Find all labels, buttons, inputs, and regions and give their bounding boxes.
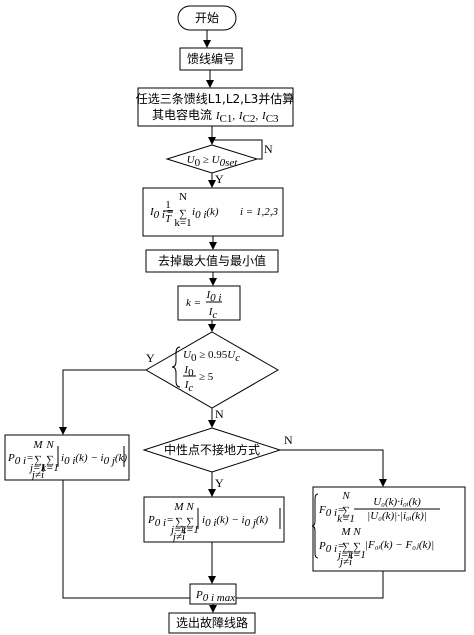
right-p-sum-m-top: M	[340, 526, 351, 538]
right-f-sum-bottom: k=1	[337, 513, 355, 525]
right-f-denominator: |U₀(k)|·|i₀ᵢ(k)|	[367, 510, 427, 522]
label-n-loop: N	[264, 142, 273, 156]
ratio-decision	[144, 331, 280, 409]
left-sum-m-top: M	[32, 439, 43, 451]
neutral-question-label: 中性点不接地方式	[164, 442, 260, 457]
decision-voltage-condition: U0 ≥ 0.95Uc	[183, 349, 240, 364]
left-abs-term: i0 i(k) − i0 j(k)	[61, 452, 127, 467]
mid-p-lhs: P0 i=	[147, 514, 173, 529]
avg-sum-sign: ∑	[179, 208, 187, 220]
right-f-sum-top: N	[341, 490, 350, 502]
avg-sum-top: N	[179, 191, 187, 203]
right-p-abs-term: |F₀ᵢ(k) − F₀ⱼ(k)|	[365, 539, 434, 551]
label-n-neutral: N	[284, 433, 293, 447]
select-lines-label-1: 任选三条馈线L1,L2,L3并估算	[136, 91, 295, 106]
select-lines-box	[137, 87, 294, 127]
avg-formula-lhs: I0 i=	[149, 206, 173, 221]
right-p-sum-m-bottom: j=1	[336, 549, 354, 561]
label-y-ratio: Y	[146, 351, 155, 365]
mid-sum-n-bottom: k=1	[181, 524, 199, 536]
right-p-lhs: P0 i=	[318, 540, 344, 555]
left-sum-m-neq: j≠i	[30, 469, 44, 481]
mid-sum-m-top: M	[173, 501, 184, 513]
label-n-ratio: N	[215, 407, 224, 421]
k-ratio-box	[177, 285, 241, 321]
mid-sum-m-bottom: j=1	[169, 524, 187, 536]
right-f-lhs: F0 i=	[318, 504, 344, 519]
left-sum-n-sign: ∑	[46, 454, 54, 466]
select-lines-label-2: 其电容电流 IC1, IC2, IC3	[152, 107, 279, 125]
decision-ratio-ge: ≥ 5	[199, 371, 214, 383]
decision-ratio-num: I0	[183, 364, 194, 379]
avg-sum-bottom: k=1	[174, 217, 191, 229]
label-y-u0: Y	[215, 172, 224, 186]
left-sum-n-top: N	[45, 439, 54, 451]
remove-minmax-box	[145, 249, 279, 273]
mid-sum-n-sign: ∑	[186, 516, 194, 528]
right-f-sum-sign: ∑	[342, 505, 350, 517]
right-p-sum-n-bottom: k=1	[348, 549, 366, 561]
label-y-neutral: Y	[215, 476, 224, 490]
decision-ratio-den: Ic	[184, 379, 194, 394]
feeder-number-label: 馈线编号	[187, 51, 235, 66]
avg-index-range: i = 1,2,3	[240, 206, 278, 218]
right-p-sum-n-sign: ∑	[353, 541, 361, 553]
k-lhs: k =	[186, 297, 201, 309]
select-fault-box	[168, 612, 256, 634]
middle-p-formula-box	[143, 496, 285, 543]
right-p-sum-m-sign: ∑	[342, 541, 350, 553]
mid-sum-m-neq: j≠i	[171, 531, 185, 543]
start-label: 开始	[195, 11, 219, 25]
right-p-sum-n-top: N	[352, 526, 361, 538]
avg-fraction-den: T	[165, 213, 172, 225]
left-sum-m-sign: ∑	[34, 454, 42, 466]
mid-sum-m-sign: ∑	[175, 516, 183, 528]
left-sum-m-bottom: j=1	[28, 462, 46, 474]
mid-sum-n-top: N	[185, 501, 194, 513]
right-p-sum-m-neq: j≠i	[338, 556, 352, 568]
k-den: Ic	[208, 306, 218, 321]
feeder-number-box	[179, 47, 243, 71]
right-f-numerator: U₀(k)·i₀ᵢ(k)	[373, 496, 421, 508]
pmax-label: P0 i max	[195, 589, 235, 604]
mid-abs-term: i0 i(k) − i0 j(k)	[202, 514, 268, 529]
left-p-lhs: P0 i=	[7, 452, 33, 467]
avg-fraction-num: 1	[165, 199, 171, 211]
u0-condition: U0 ≥ U0set	[187, 154, 239, 169]
k-num: I0 i	[206, 289, 222, 304]
avg-term: i0 i(k)	[192, 206, 219, 221]
left-sum-n-bottom: k=1	[41, 462, 59, 474]
right-fp-formula-box	[312, 486, 466, 572]
remove-minmax-label: 去掉最大值与最小值	[158, 253, 266, 268]
select-fault-label: 选出故障线路	[176, 615, 248, 630]
left-p-formula-box	[4, 434, 130, 481]
